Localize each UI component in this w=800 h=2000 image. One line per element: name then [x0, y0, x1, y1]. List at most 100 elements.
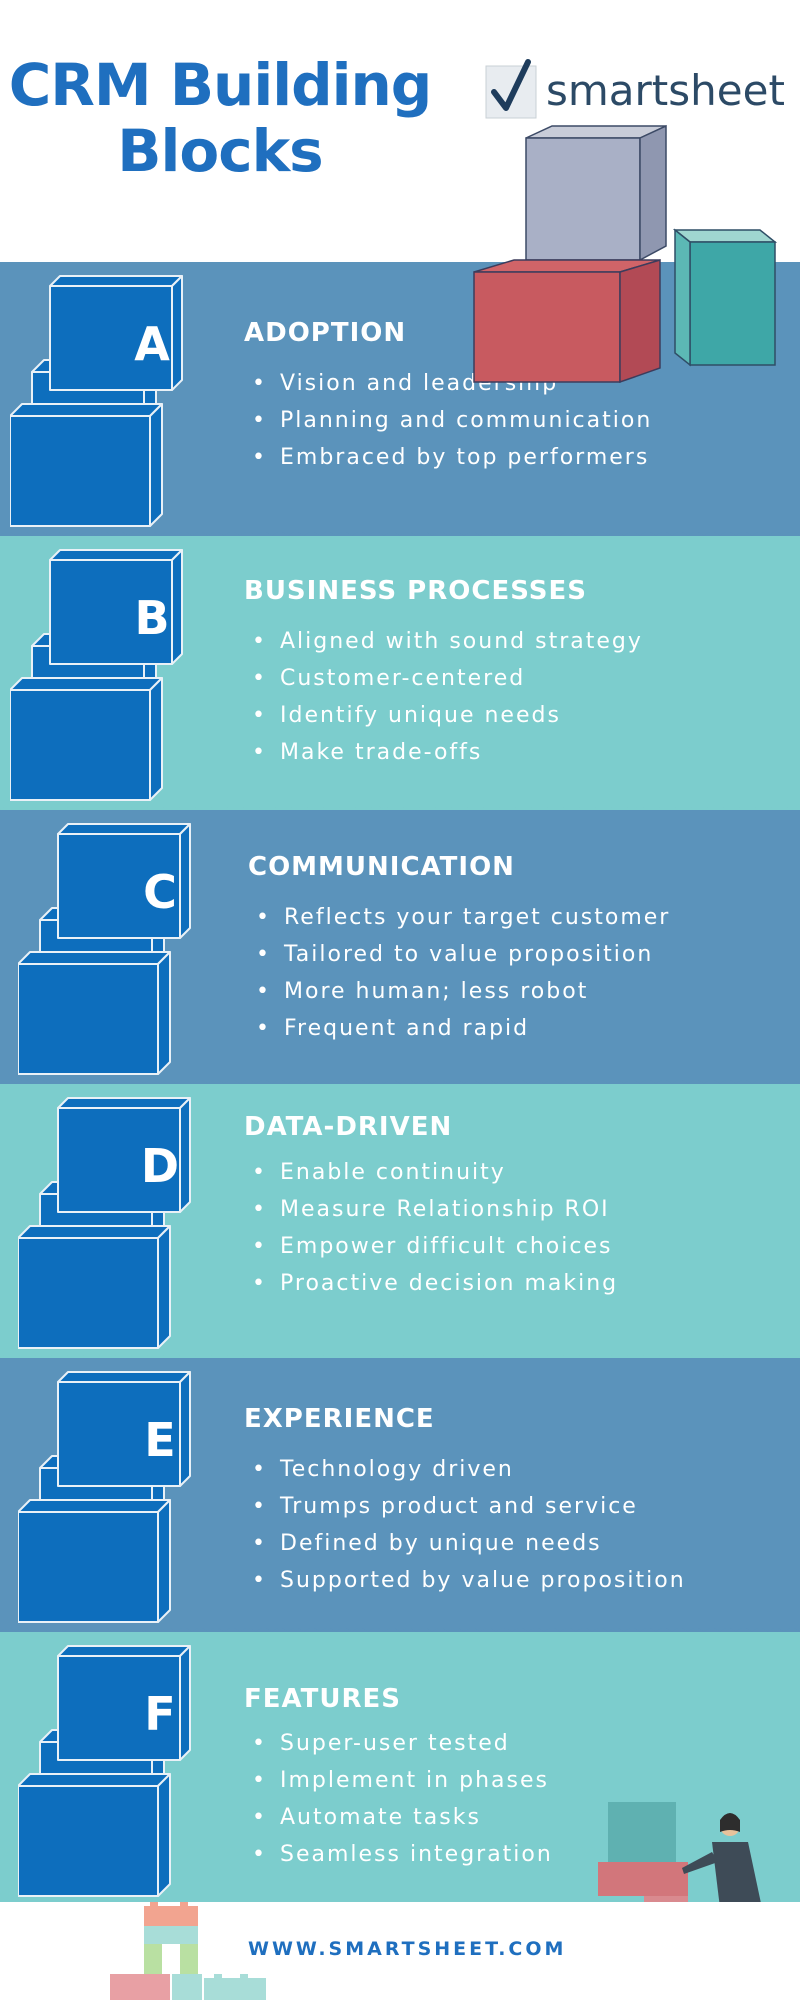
list-item: •Empower difficult choices: [252, 1234, 613, 1259]
cube-face: [57, 1655, 181, 1761]
list-item: •Trumps product and service: [252, 1494, 638, 1519]
cube-stack-icon: E: [18, 1371, 191, 1623]
cube-face: [49, 275, 183, 287]
cube-face: [49, 285, 173, 391]
cube-face: [157, 1225, 171, 1349]
cube-face: [179, 1371, 191, 1487]
list-item: •Make trade-offs: [252, 740, 483, 765]
bullet-list: •Reflects your target customer •Tailored…: [256, 899, 670, 1047]
section-letter: B: [134, 591, 169, 645]
cube-face: [149, 677, 163, 801]
cube-face: [157, 951, 171, 1075]
wave-divider: [0, 802, 800, 810]
list-item: •Technology driven: [252, 1457, 514, 1482]
cube-face: [18, 951, 171, 965]
section-adoption: A ADOPTION •Vision and leadership •Plann…: [0, 262, 800, 536]
cube-face: [57, 833, 181, 939]
list-item: •Proactive decision making: [252, 1271, 619, 1296]
list-item: •Embraced by top performers: [252, 445, 650, 470]
cube-face: [179, 823, 191, 939]
list-item: •Identify unique needs: [252, 703, 561, 728]
cube-face: [179, 1645, 191, 1761]
cube-face: [18, 1499, 171, 1513]
list-item: •Planning and communication: [252, 408, 653, 433]
title-line-2: Blocks: [117, 117, 323, 185]
wave-edge: [0, 1350, 800, 1358]
section-business-processes: B BUSINESS PROCESSES •Aligned with sound…: [0, 528, 800, 810]
list-item: •Reflects your target customer: [256, 905, 671, 930]
section-title: FEATURES: [244, 1684, 401, 1714]
list-item: •Supported by value proposition: [252, 1568, 686, 1593]
footer: WWW.SMARTSHEET.COM: [0, 1902, 800, 2000]
cube-face: [157, 1499, 171, 1623]
cube-face: [10, 677, 163, 691]
wave-divider: [0, 1076, 800, 1084]
smartsheet-logo[interactable]: smartsheet: [484, 58, 785, 128]
cube-face: [10, 403, 163, 417]
list-item: •More human; less robot: [256, 979, 589, 1004]
wave-edge: [0, 802, 800, 810]
bullet-list: •Aligned with sound strategy •Customer-c…: [252, 623, 643, 771]
logo-text: smartsheet: [546, 66, 785, 115]
wave-divider: [0, 528, 800, 536]
cube-face: [57, 1645, 191, 1657]
cube-face: [18, 1511, 159, 1623]
list-item: •Implement in phases: [252, 1768, 549, 1793]
section-title: COMMUNICATION: [248, 852, 515, 882]
cube-face: [57, 1097, 191, 1109]
wave-edge: [0, 1076, 800, 1084]
section-experience: E EXPERIENCE •Technology driven •Trumps …: [0, 1350, 800, 1632]
cube-stack-icon: A: [10, 275, 183, 527]
list-item: •Automate tasks: [252, 1805, 481, 1830]
section-title: EXPERIENCE: [244, 1404, 435, 1434]
wave-edge: [0, 1624, 800, 1632]
list-item: •Super-user tested: [252, 1731, 510, 1756]
title-line-1: CRM Building: [8, 51, 433, 119]
section-letter: D: [141, 1139, 179, 1193]
page-title: CRM Building Blocks: [0, 52, 440, 184]
section-letter: F: [144, 1687, 175, 1741]
list-item: •Measure Relationship ROI: [252, 1197, 610, 1222]
cube-face: [18, 1785, 159, 1897]
section-data-driven: D DATA-DRIVEN •Enable continuity •Measur…: [0, 1076, 800, 1358]
list-item: •Aligned with sound strategy: [252, 629, 643, 654]
check-icon: [485, 59, 537, 119]
list-item: •Seamless integration: [252, 1842, 553, 1867]
bullet-list: •Vision and leadership •Planning and com…: [252, 365, 652, 476]
section-letter: C: [143, 865, 177, 919]
wave-divider: [0, 1624, 800, 1632]
cube-face: [179, 1097, 191, 1213]
cube-face: [18, 1773, 171, 1787]
section-title: ADOPTION: [244, 318, 407, 348]
list-item: •Frequent and rapid: [256, 1016, 530, 1041]
cube-stack-icon: C: [18, 823, 191, 1075]
cube-face: [10, 415, 151, 527]
cube-face: [18, 1225, 171, 1239]
cube-face: [10, 689, 151, 801]
hero-cubes-icon: [473, 124, 778, 384]
section-title: BUSINESS PROCESSES: [244, 576, 587, 606]
wave-edge: [0, 528, 800, 536]
bullet-list: •Enable continuity •Measure Relationship…: [252, 1154, 618, 1302]
cube-face: [49, 549, 183, 561]
cube-face: [49, 559, 173, 665]
bullet-list: •Super-user tested •Implement in phases …: [252, 1725, 553, 1873]
cube-stack-icon: B: [10, 549, 183, 801]
bullet-list: •Technology driven •Trumps product and s…: [252, 1451, 686, 1599]
cube-face: [171, 275, 183, 391]
list-item: •Customer-centered: [252, 666, 526, 691]
cube-face: [57, 823, 191, 835]
wave-divider: [0, 1350, 800, 1358]
cube-face: [57, 1371, 191, 1383]
cube-stack-icon: F: [18, 1645, 191, 1897]
section-title: DATA-DRIVEN: [244, 1112, 453, 1142]
website-link[interactable]: WWW.SMARTSHEET.COM: [248, 1938, 567, 1960]
cube-face: [171, 549, 183, 665]
cube-face: [157, 1773, 171, 1897]
section-communication: C COMMUNICATION •Reflects your target cu…: [0, 802, 800, 1084]
cube-stack-icon: D: [18, 1097, 191, 1349]
section-letter: A: [134, 317, 170, 371]
list-item: •Enable continuity: [252, 1160, 506, 1185]
toy-blocks-icon: [110, 1902, 266, 2000]
list-item: •Defined by unique needs: [252, 1531, 602, 1556]
